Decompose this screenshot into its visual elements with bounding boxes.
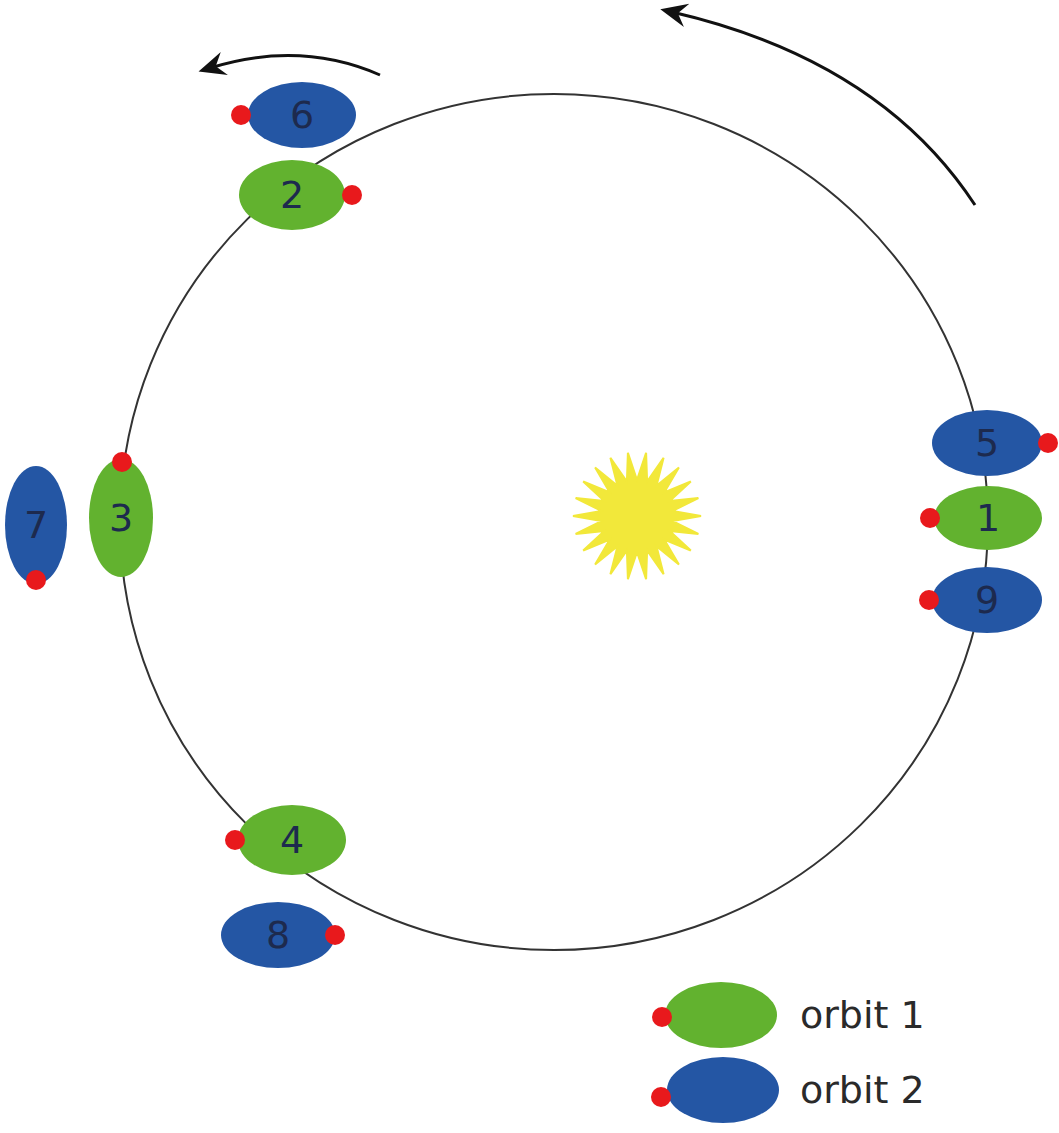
callout-number: 2 [280,176,304,214]
planet-ellipse: 5 [932,410,1042,476]
callout-number: 9 [975,581,999,619]
callout-number: 4 [280,821,304,859]
red-marker [342,185,362,205]
red-marker [231,105,251,125]
callout-number: 8 [266,916,290,954]
callout-number: 6 [290,96,314,134]
orbit-path [120,94,988,950]
red-marker [26,570,46,590]
planet-ellipse: 8 [221,902,335,968]
callout-number: 7 [24,506,48,544]
legend-swatch [665,982,777,1048]
sun-rays [573,453,701,580]
red-marker [225,830,245,850]
direction-arrow [672,12,975,205]
red-marker [919,590,939,610]
planet-ellipse: 6 [248,82,356,148]
red-marker [112,452,132,472]
callout-number: 1 [976,499,1000,537]
red-marker [652,1007,672,1027]
planet-ellipse: 7 [5,466,67,584]
sun [573,453,701,580]
red-marker [920,508,940,528]
planet-ellipse: 2 [239,160,345,230]
callout-number: 3 [109,499,133,537]
red-marker [651,1087,671,1107]
direction-arrow [210,56,380,75]
legend-label: orbit 1 [800,996,925,1034]
planet-ellipse: 3 [89,459,153,577]
legend-swatch [667,1057,779,1123]
planet-ellipse: 4 [238,805,346,875]
callout-number: 5 [975,424,999,462]
red-marker [1038,433,1058,453]
legend-label: orbit 2 [800,1071,925,1109]
red-marker [325,925,345,945]
planet-ellipse: 9 [932,567,1042,633]
planet-ellipse: 1 [934,486,1042,550]
